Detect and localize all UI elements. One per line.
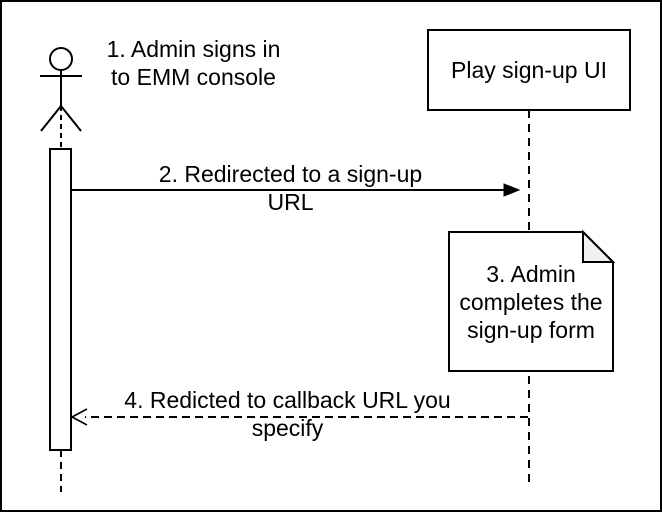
message-4-open-arrowhead-icon bbox=[70, 408, 88, 426]
actor-head bbox=[49, 47, 73, 71]
note-body bbox=[448, 231, 614, 372]
step1-annotation: 1. Admin signs in to EMM console bbox=[106, 36, 281, 90]
signup-form-note bbox=[448, 229, 616, 372]
note-step3-label: 3. Admin completes the sign-up form bbox=[459, 260, 603, 343]
play-signup-ui-label: Play sign-up UI bbox=[451, 57, 607, 83]
admin-actor-icon bbox=[40, 47, 82, 132]
message-2-arrowhead-icon bbox=[503, 183, 521, 197]
actor-activation-bar bbox=[49, 148, 72, 451]
actor-left-leg bbox=[40, 105, 62, 132]
message-4-arrow bbox=[70, 408, 528, 426]
play-signup-ui-box bbox=[427, 29, 631, 111]
message-2-label: 2. Redirected to a sign-up URL bbox=[158, 161, 423, 215]
actor-right-leg bbox=[60, 105, 82, 132]
note-fold-icon bbox=[582, 229, 616, 263]
message-4-label: 4. Redicted to callback URL you specify bbox=[124, 387, 451, 441]
message-2-arrow bbox=[72, 183, 521, 197]
